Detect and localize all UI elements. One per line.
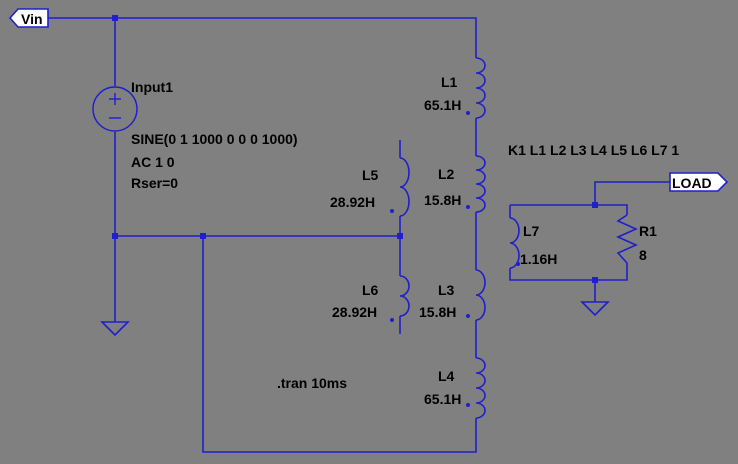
wires: [48, 17, 670, 453]
inductor-l7-value: 1.16H: [520, 251, 557, 267]
inductor-l7-name: L7: [523, 223, 540, 239]
inductor-l4-name: L4: [438, 368, 455, 384]
inductor-l3-name: L3: [438, 282, 455, 298]
inductor-l1-name: L1: [441, 74, 458, 90]
junction-dot: [112, 15, 118, 21]
junction-dot: [397, 233, 403, 239]
source-value-label: SINE(0 1 1000 0 0 0 1000): [131, 131, 298, 147]
voltage-source-circle: [92, 86, 138, 132]
inductor-l3[interactable]: [466, 269, 486, 321]
phase-dot-icon: [466, 314, 470, 318]
inductor-l6-name: L6: [362, 282, 379, 298]
junction-dot: [592, 277, 598, 283]
vin-flag[interactable]: Vin: [8, 8, 49, 28]
vin-flag-shape: [8, 8, 49, 28]
junctions: [112, 15, 598, 283]
phase-dot-icon: [390, 318, 394, 322]
inductor-l5-name: L5: [362, 167, 379, 183]
coupling-directive[interactable]: K1 L1 L2 L3 L4 L5 L6 L7 1: [508, 142, 679, 158]
resistor-r1[interactable]: [616, 214, 638, 264]
source-ac-label: AC 1 0: [131, 154, 175, 170]
inductor-l4[interactable]: [466, 357, 486, 419]
wire-vin-top[interactable]: [48, 17, 477, 58]
coil-icon: [399, 275, 410, 317]
inductor-l2-name: L2: [438, 166, 455, 182]
phase-dot-icon: [516, 262, 520, 266]
resistor-r1-name: R1: [639, 223, 657, 239]
load-flag-shape: [669, 172, 729, 192]
phase-dot-icon: [390, 209, 394, 213]
load-flag[interactable]: LOAD: [669, 172, 729, 192]
load-flag-label: LOAD: [672, 175, 712, 191]
inductor-l5[interactable]: [390, 157, 410, 217]
inductor-l4-value: 65.1H: [424, 391, 461, 407]
inductor-l7[interactable]: [509, 217, 520, 269]
wire-sec-top[interactable]: [510, 204, 628, 215]
coil-icon: [475, 57, 486, 119]
resistor-r1-value: 8: [639, 247, 647, 263]
inductor-l1[interactable]: [466, 57, 486, 119]
inductor-l2-value: 15.8H: [424, 192, 461, 208]
inductor-l2[interactable]: [466, 155, 486, 213]
source-rser-label: Rser=0: [131, 175, 178, 191]
voltage-source-input1[interactable]: [92, 86, 138, 132]
phase-dot-icon: [466, 403, 470, 407]
coil-icon: [509, 217, 520, 269]
resistor-zigzag-icon: [616, 214, 638, 264]
tran-directive[interactable]: .tran 10ms: [277, 375, 347, 391]
ground-icon: [580, 301, 610, 317]
coil-icon: [475, 269, 486, 321]
vin-flag-label: Vin: [21, 11, 43, 27]
coil-icon: [399, 157, 410, 217]
inductor-l3-value: 15.8H: [419, 304, 456, 320]
source-name-label: Input1: [131, 79, 173, 95]
inductor-l6[interactable]: [390, 275, 410, 322]
coil-icon: [475, 357, 486, 419]
phase-dot-icon: [466, 111, 470, 115]
inductor-l1-value: 65.1H: [424, 97, 461, 113]
wire-sec-bottom[interactable]: [509, 263, 628, 281]
inductor-l5-value: 28.92H: [330, 194, 375, 210]
junction-dot: [112, 233, 118, 239]
coil-icon: [475, 155, 486, 213]
phase-dot-icon: [466, 205, 470, 209]
inductor-l6-value: 28.92H: [332, 304, 377, 320]
wire-load-net[interactable]: [594, 181, 670, 205]
junction-dot: [592, 202, 598, 208]
wire-return[interactable]: [202, 236, 477, 453]
junction-dot: [200, 233, 206, 239]
ground-icon: [100, 321, 130, 337]
